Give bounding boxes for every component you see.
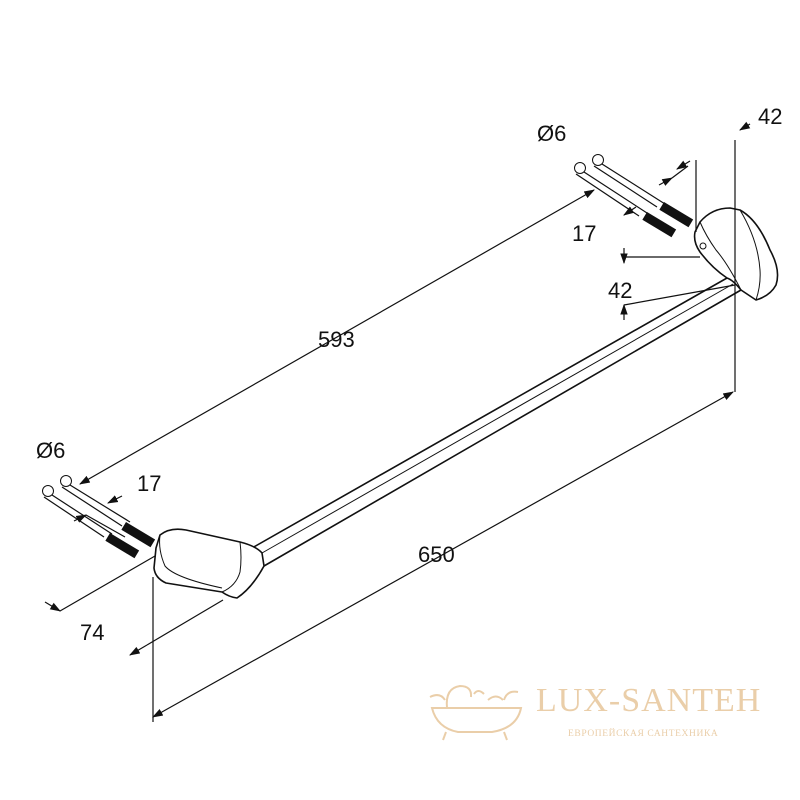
- watermark-tagline: ЕВРОПЕЙСКАЯ САНТЕХНИКА: [568, 727, 718, 739]
- bathtub-icon: [429, 684, 523, 741]
- dim-42-height-label: 42: [608, 278, 632, 303]
- left-bolt-lower: [105, 533, 140, 559]
- dim-diameter-left-label: Ø6: [36, 438, 65, 463]
- right-hole-lower: [574, 162, 586, 174]
- dimension-lines: [44, 121, 751, 722]
- left-mounting-bolts: [42, 475, 156, 559]
- dim-42-top-label: 42: [758, 104, 782, 129]
- towel-rail: [153, 207, 779, 599]
- watermark-brand: LUX-SANTEH: [536, 682, 761, 719]
- left-bracket: [153, 528, 265, 599]
- dim-diameter-right-label: Ø6: [537, 121, 566, 146]
- right-hole-upper: [592, 154, 604, 166]
- dim-17-left-label: 17: [137, 471, 161, 496]
- right-bolt-upper: [659, 202, 694, 228]
- left-hole-lower: [42, 485, 54, 497]
- watermark: LUX-SANTEH ЕВРОПЕЙСКАЯ САНТЕХНИКА: [429, 682, 761, 741]
- left-hole-upper: [60, 475, 72, 487]
- dim-17-right-label: 17: [572, 221, 596, 246]
- dim-650-label: 650: [418, 542, 455, 567]
- right-mounting-bolts: [574, 154, 694, 238]
- left-bolt-upper: [121, 522, 156, 548]
- right-bolt-lower: [642, 212, 677, 238]
- dim-593-label: 593: [318, 327, 355, 352]
- dim-74-label: 74: [80, 620, 104, 645]
- dimension-labels: 593 650 74 17 17 42 42 Ø6 Ø6: [36, 104, 782, 645]
